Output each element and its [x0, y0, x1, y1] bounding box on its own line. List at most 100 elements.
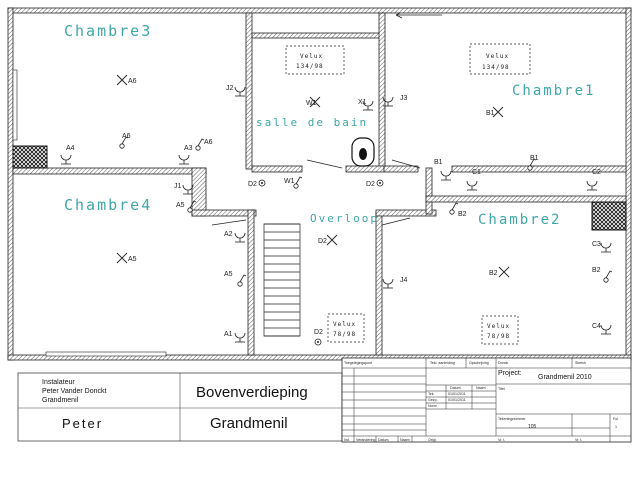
svg-text:Naam: Naam [476, 386, 486, 390]
symbol-label: C1 [472, 169, 481, 176]
velux-chambre2: Velux 78/98 [481, 315, 519, 345]
outlet-d2b-icon: D2 [366, 179, 384, 188]
svg-text:134/98: 134/98 [482, 64, 510, 71]
socket-c3-icon: C3 [592, 241, 612, 253]
room-chambre3: Chambre3 [64, 22, 152, 40]
switch-a6c-icon: A6 [195, 138, 213, 151]
svg-text:Velux: Velux [486, 53, 509, 60]
lamp-d2c-icon: D2 [318, 234, 338, 246]
svg-text:Toegelegingspunt: Toegelegingspunt [344, 361, 372, 365]
svg-text:Donck: Donck [498, 361, 508, 365]
stairs [263, 223, 301, 337]
outlet-d2a-icon: D2 [248, 179, 266, 188]
symbol-label: J4 [400, 277, 408, 284]
client-city: Grandmenil [210, 415, 288, 432]
symbol-label: C3 [592, 241, 601, 248]
switch-b2b-icon: B2 [592, 267, 613, 283]
lamp-b1-icon: B1 [486, 106, 504, 118]
symbol-label: A3 [184, 145, 193, 152]
symbol-label: A6 [128, 78, 137, 85]
symbol-label: A1 [224, 331, 233, 338]
switch-b1b-icon: B1 [527, 155, 539, 171]
symbol-label: B2 [489, 270, 498, 277]
symbol-label: A5 [176, 202, 185, 209]
outlet-d2d-icon: D2 [314, 329, 323, 346]
svg-text:134/98: 134/98 [296, 63, 324, 70]
svg-text:Datum: Datum [378, 438, 389, 442]
socket-j4-icon: J4 [382, 277, 408, 289]
lamp-a5-icon: A5 [116, 252, 137, 264]
switch-b2c-icon: B2 [449, 202, 467, 218]
symbol-label: A6 [204, 139, 213, 146]
symbol-label: B2 [592, 267, 601, 274]
socket-j1-icon: J1 [174, 183, 194, 195]
room-salle-de-bain: salle de bain [256, 116, 368, 129]
floor-name: Bovenverdieping [196, 384, 308, 401]
symbol-label: B2 [458, 211, 467, 218]
symbol-label: A4 [66, 145, 75, 152]
symbol-label: D2 [366, 181, 375, 188]
velux-chambre1: Velux 134/98 [469, 43, 531, 75]
symbol-label: B1 [530, 155, 539, 162]
switch-a5b-icon: A5 [224, 271, 247, 287]
socket-b1c-icon: B1 [434, 159, 452, 181]
symbol-label: D2 [248, 181, 257, 188]
svg-text:Tekeningnummer: Tekeningnummer [498, 417, 526, 421]
svg-text:Project:: Project: [498, 370, 522, 377]
svg-text:Tekl. aanleiding: Tekl. aanleiding [430, 361, 455, 365]
socket-x1-icon: X1 [358, 99, 374, 111]
installer-city: Grandmenil [42, 397, 79, 404]
svg-text:Opschrijving: Opschrijving [469, 361, 489, 365]
lamp-a6a-icon: A6 [116, 74, 137, 86]
door-swings [211, 159, 421, 226]
svg-text:78/98: 78/98 [333, 331, 356, 338]
symbol-label: A2 [224, 231, 233, 238]
symbol-label: D2 [314, 329, 323, 336]
svg-text:Norm: Norm [428, 404, 437, 408]
socket-a3-icon: A3 [178, 145, 193, 165]
symbol-label: D2 [318, 238, 327, 245]
symbol-label: C4 [592, 323, 601, 330]
svg-text:Grandmenil 2010: Grandmenil 2010 [538, 374, 592, 381]
svg-text:Origi.: Origi. [428, 438, 437, 442]
svg-text:Velux: Velux [487, 323, 510, 330]
socket-a2-icon: A2 [224, 231, 246, 243]
switch-w1b-icon: W1 [284, 176, 303, 189]
svg-text:Vr. t.: Vr. t. [498, 438, 505, 442]
svg-text:Vr. t.: Vr. t. [575, 438, 582, 442]
socket-c4-icon: C4 [592, 323, 612, 335]
title-block: Instalateur Peter Vander Donckt Grandmen… [17, 357, 632, 443]
symbol-label: B1 [486, 110, 495, 117]
stair-outline [263, 223, 301, 337]
symbol-label: W1 [284, 178, 295, 185]
room-overloop: Overloop [310, 212, 379, 225]
svg-text:Velux: Velux [300, 53, 323, 60]
symbol-label: J2 [226, 85, 234, 92]
svg-text:Gezp.: Gezp. [428, 398, 438, 402]
svg-text:01/01/2011: 01/01/2011 [448, 392, 466, 396]
socket-j2-icon: J2 [226, 85, 246, 97]
velux-bath: Velux 134/98 [285, 45, 345, 75]
symbol-label: C2 [592, 169, 601, 176]
symbol-label: J1 [174, 183, 182, 190]
svg-text:Tek.: Tek. [428, 392, 435, 396]
symbol-label: A6 [122, 133, 131, 140]
symbol-label: B1 [434, 159, 443, 166]
socket-a4-icon: A4 [60, 145, 75, 165]
inner-walls [12, 12, 627, 357]
svg-text:Sketch: Sketch [575, 361, 586, 365]
socket-a1-icon: A1 [224, 331, 246, 343]
symbol-label: J3 [400, 95, 408, 102]
svg-text:Velux: Velux [333, 321, 356, 328]
installer-label: Instalateur [42, 379, 75, 386]
velux-overloop: Velux 78/98 [327, 313, 365, 343]
socket-c2-icon: C2 [586, 169, 601, 191]
installer-name: Peter Vander Donckt [42, 388, 107, 395]
symbol-label: A5 [224, 271, 233, 278]
socket-j3-icon: J3 [382, 95, 408, 107]
lamp-b2-icon: B2 [489, 266, 510, 278]
symbol-label: X1 [358, 99, 367, 106]
toilet [351, 137, 375, 167]
